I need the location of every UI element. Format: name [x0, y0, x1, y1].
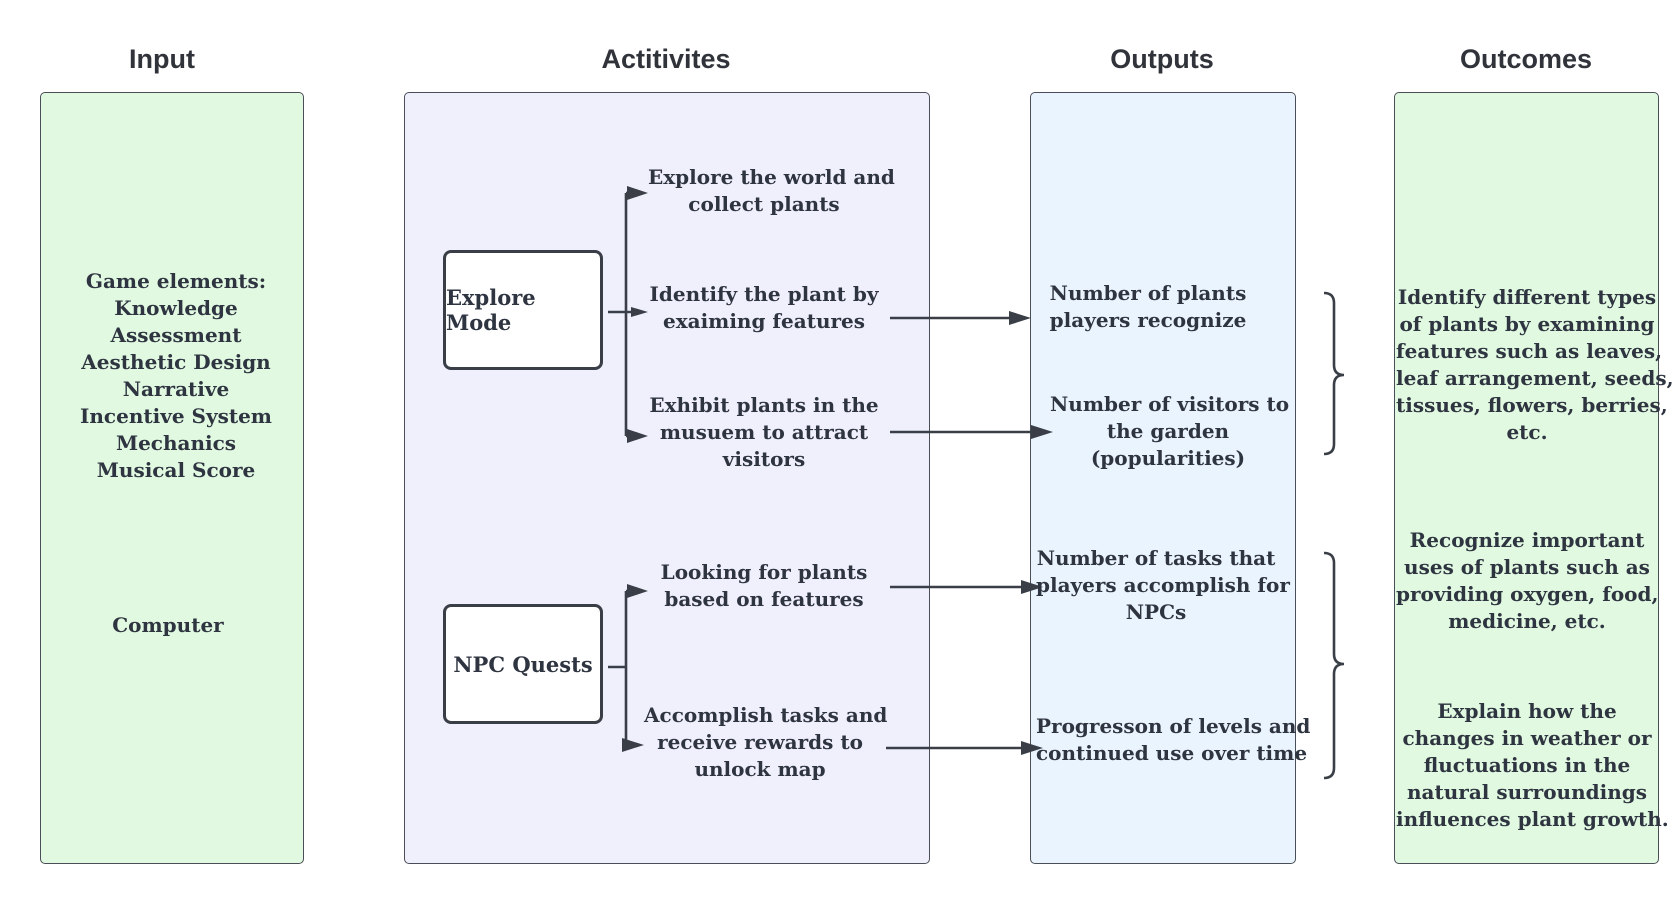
outcome-line: providing oxygen, food, — [1396, 582, 1659, 606]
game-elements-line: Narrative — [122, 377, 230, 401]
arrowhead-progression — [1021, 741, 1043, 755]
output-npc-tasks: Number of tasks that players accomplish … — [1036, 545, 1290, 626]
output-line: Number of plants — [1049, 281, 1247, 305]
npc-quests-connector — [608, 589, 640, 747]
activity-line: Explore the world and — [648, 165, 895, 189]
arrowhead-identify-plant — [631, 307, 648, 317]
output-garden-visitors: Number of visitors to the garden (popula… — [1050, 391, 1290, 472]
game-elements-line: Mechanics — [115, 431, 237, 455]
output-line: the garden — [1106, 419, 1230, 443]
outcomes-column-title: Outcomes — [1459, 44, 1593, 74]
activity-line: Accomplish tasks and — [644, 703, 888, 727]
input-column-title: Input — [129, 44, 195, 74]
output-line: Number of tasks that — [1036, 546, 1276, 570]
outcome-identify-plants: Identify different types of plants by ex… — [1396, 284, 1674, 446]
game-elements-line: Assessment — [110, 323, 242, 347]
activity-line: collect plants — [688, 192, 840, 216]
arrowhead-tasks — [1021, 580, 1043, 594]
outcome-line: influences plant growth. — [1396, 807, 1669, 831]
activity-exhibit-plants: Exhibit plants in the musuem to attract … — [648, 392, 880, 473]
outcome-line: etc. — [1506, 420, 1548, 444]
input-computer: Computer — [112, 613, 224, 637]
outcome-line: Identify different types — [1397, 285, 1657, 309]
arrowhead-visitors — [1031, 425, 1053, 439]
outputs-column-title: Outputs — [1110, 44, 1214, 74]
outcome-line: natural surroundings — [1407, 780, 1647, 804]
outcome-line: uses of plants such as — [1404, 555, 1650, 579]
activities-panel — [404, 92, 930, 864]
activity-line: visitors — [722, 447, 806, 471]
output-line: Progresson of levels and — [1036, 714, 1311, 738]
activity-looking-plants: Looking for plants based on features — [648, 559, 880, 613]
activity-line: receive rewards to — [657, 730, 863, 754]
explore-mode-box: Explore Mode — [443, 250, 603, 370]
output-line: (popularities) — [1090, 446, 1246, 470]
outcome-plant-uses: Recognize important uses of plants such … — [1396, 527, 1658, 635]
outcome-line: fluctuations in the — [1423, 753, 1631, 777]
game-elements-line: Incentive System — [80, 404, 272, 428]
arrowhead-exhibit-plants — [627, 429, 648, 443]
activity-line: Looking for plants — [660, 560, 868, 584]
arrowhead-recognize — [1009, 311, 1031, 325]
activity-line: based on features — [664, 587, 864, 611]
outcome-weather-influence: Explain how the changes in weather or fl… — [1396, 698, 1669, 833]
input-game-elements: Game elements: Knowledge Assessment Aest… — [60, 268, 292, 484]
npc-quests-box: NPC Quests — [443, 604, 603, 724]
activities-column-title: Actitivites — [601, 44, 731, 74]
activity-line: Identify the plant by — [649, 282, 879, 306]
output-line: continued use over time — [1036, 741, 1308, 765]
outcome-line: Recognize important — [1409, 528, 1645, 552]
output-line: players recognize — [1049, 308, 1247, 332]
outputs-brace-lower — [1323, 551, 1345, 780]
activity-explore-world: Explore the world and collect plants — [648, 164, 895, 218]
outcome-line: Explain how the — [1437, 699, 1617, 723]
outcome-line: features such as leaves, — [1396, 339, 1663, 363]
outcome-line: changes in weather or — [1402, 726, 1652, 750]
outputs-brace-upper — [1323, 291, 1345, 456]
game-elements-line: Game elements: — [85, 269, 267, 293]
activity-line: musuem to attract — [659, 420, 869, 444]
output-line: Number of visitors to — [1050, 392, 1290, 416]
outputs-panel — [1030, 92, 1296, 864]
activity-line: unlock map — [694, 757, 826, 781]
activity-line: Exhibit plants in the — [649, 393, 879, 417]
input-panel — [40, 92, 304, 864]
output-level-progression: Progresson of levels and continued use o… — [1036, 713, 1311, 767]
arrowhead-accomplish-tasks — [622, 738, 644, 752]
outcome-line: medicine, etc. — [1448, 609, 1606, 633]
game-elements-line: Aesthetic Design — [81, 350, 271, 374]
output-plants-recognized: Number of plants players recognize — [1040, 280, 1256, 334]
outcome-line: tissues, flowers, berries, — [1396, 393, 1668, 417]
arrowhead-looking-plants — [627, 584, 648, 598]
game-elements-line: Musical Score — [96, 458, 256, 482]
activity-accomplish-tasks: Accomplish tasks and receive rewards to … — [644, 702, 888, 783]
arrowhead-explore-world — [627, 186, 648, 200]
outcome-line: leaf arrangement, seeds, — [1396, 366, 1674, 390]
game-elements-line: Knowledge — [114, 296, 238, 320]
output-line: players accomplish for — [1036, 573, 1290, 597]
output-line: NPCs — [1125, 600, 1187, 624]
outcome-line: of plants by examining — [1399, 312, 1655, 336]
activity-identify-plant: Identify the plant by exaiming features — [648, 281, 880, 335]
outcomes-panel — [1394, 92, 1659, 864]
activity-line: exaiming features — [662, 309, 866, 333]
